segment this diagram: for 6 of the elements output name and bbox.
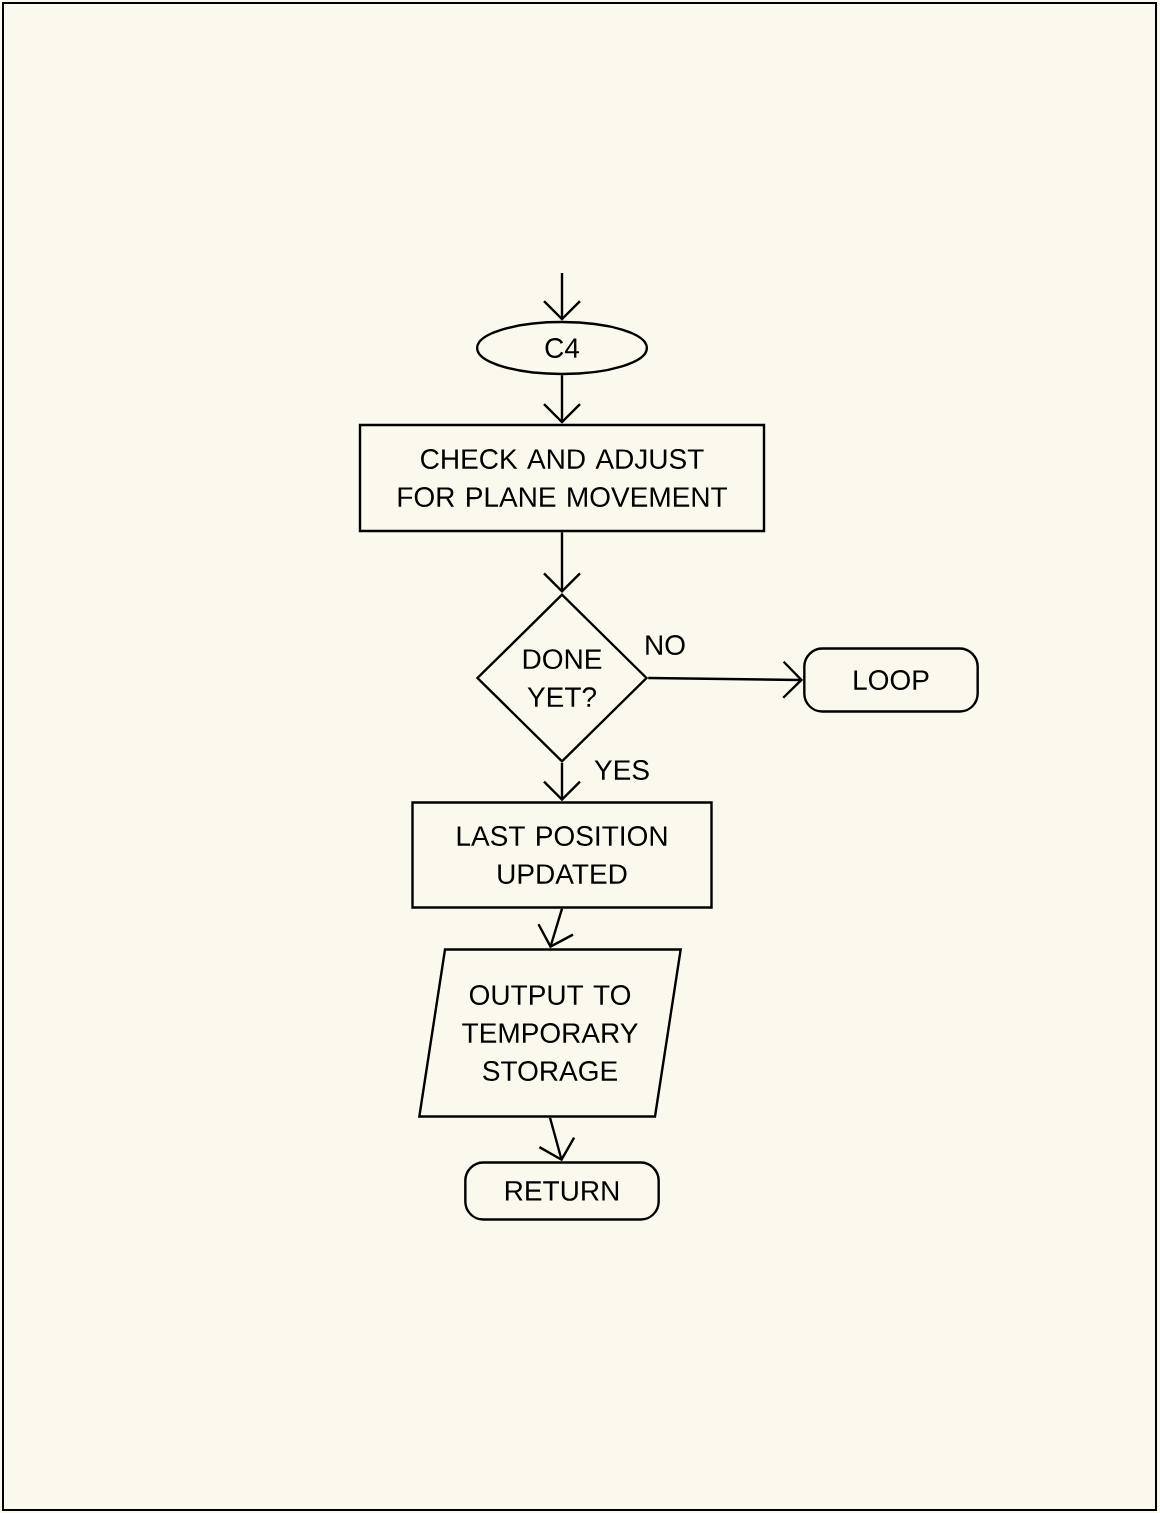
- terminal-box: LOOP: [803, 647, 979, 713]
- connector-oval: C4: [475, 320, 649, 376]
- terminal-box: RETURN: [464, 1161, 660, 1221]
- process-box: CHECK AND ADJUST FOR PLANE MOVEMENT: [358, 423, 766, 533]
- arrow: [648, 660, 804, 699]
- process-box: LAST POSITION UPDATED: [411, 801, 713, 909]
